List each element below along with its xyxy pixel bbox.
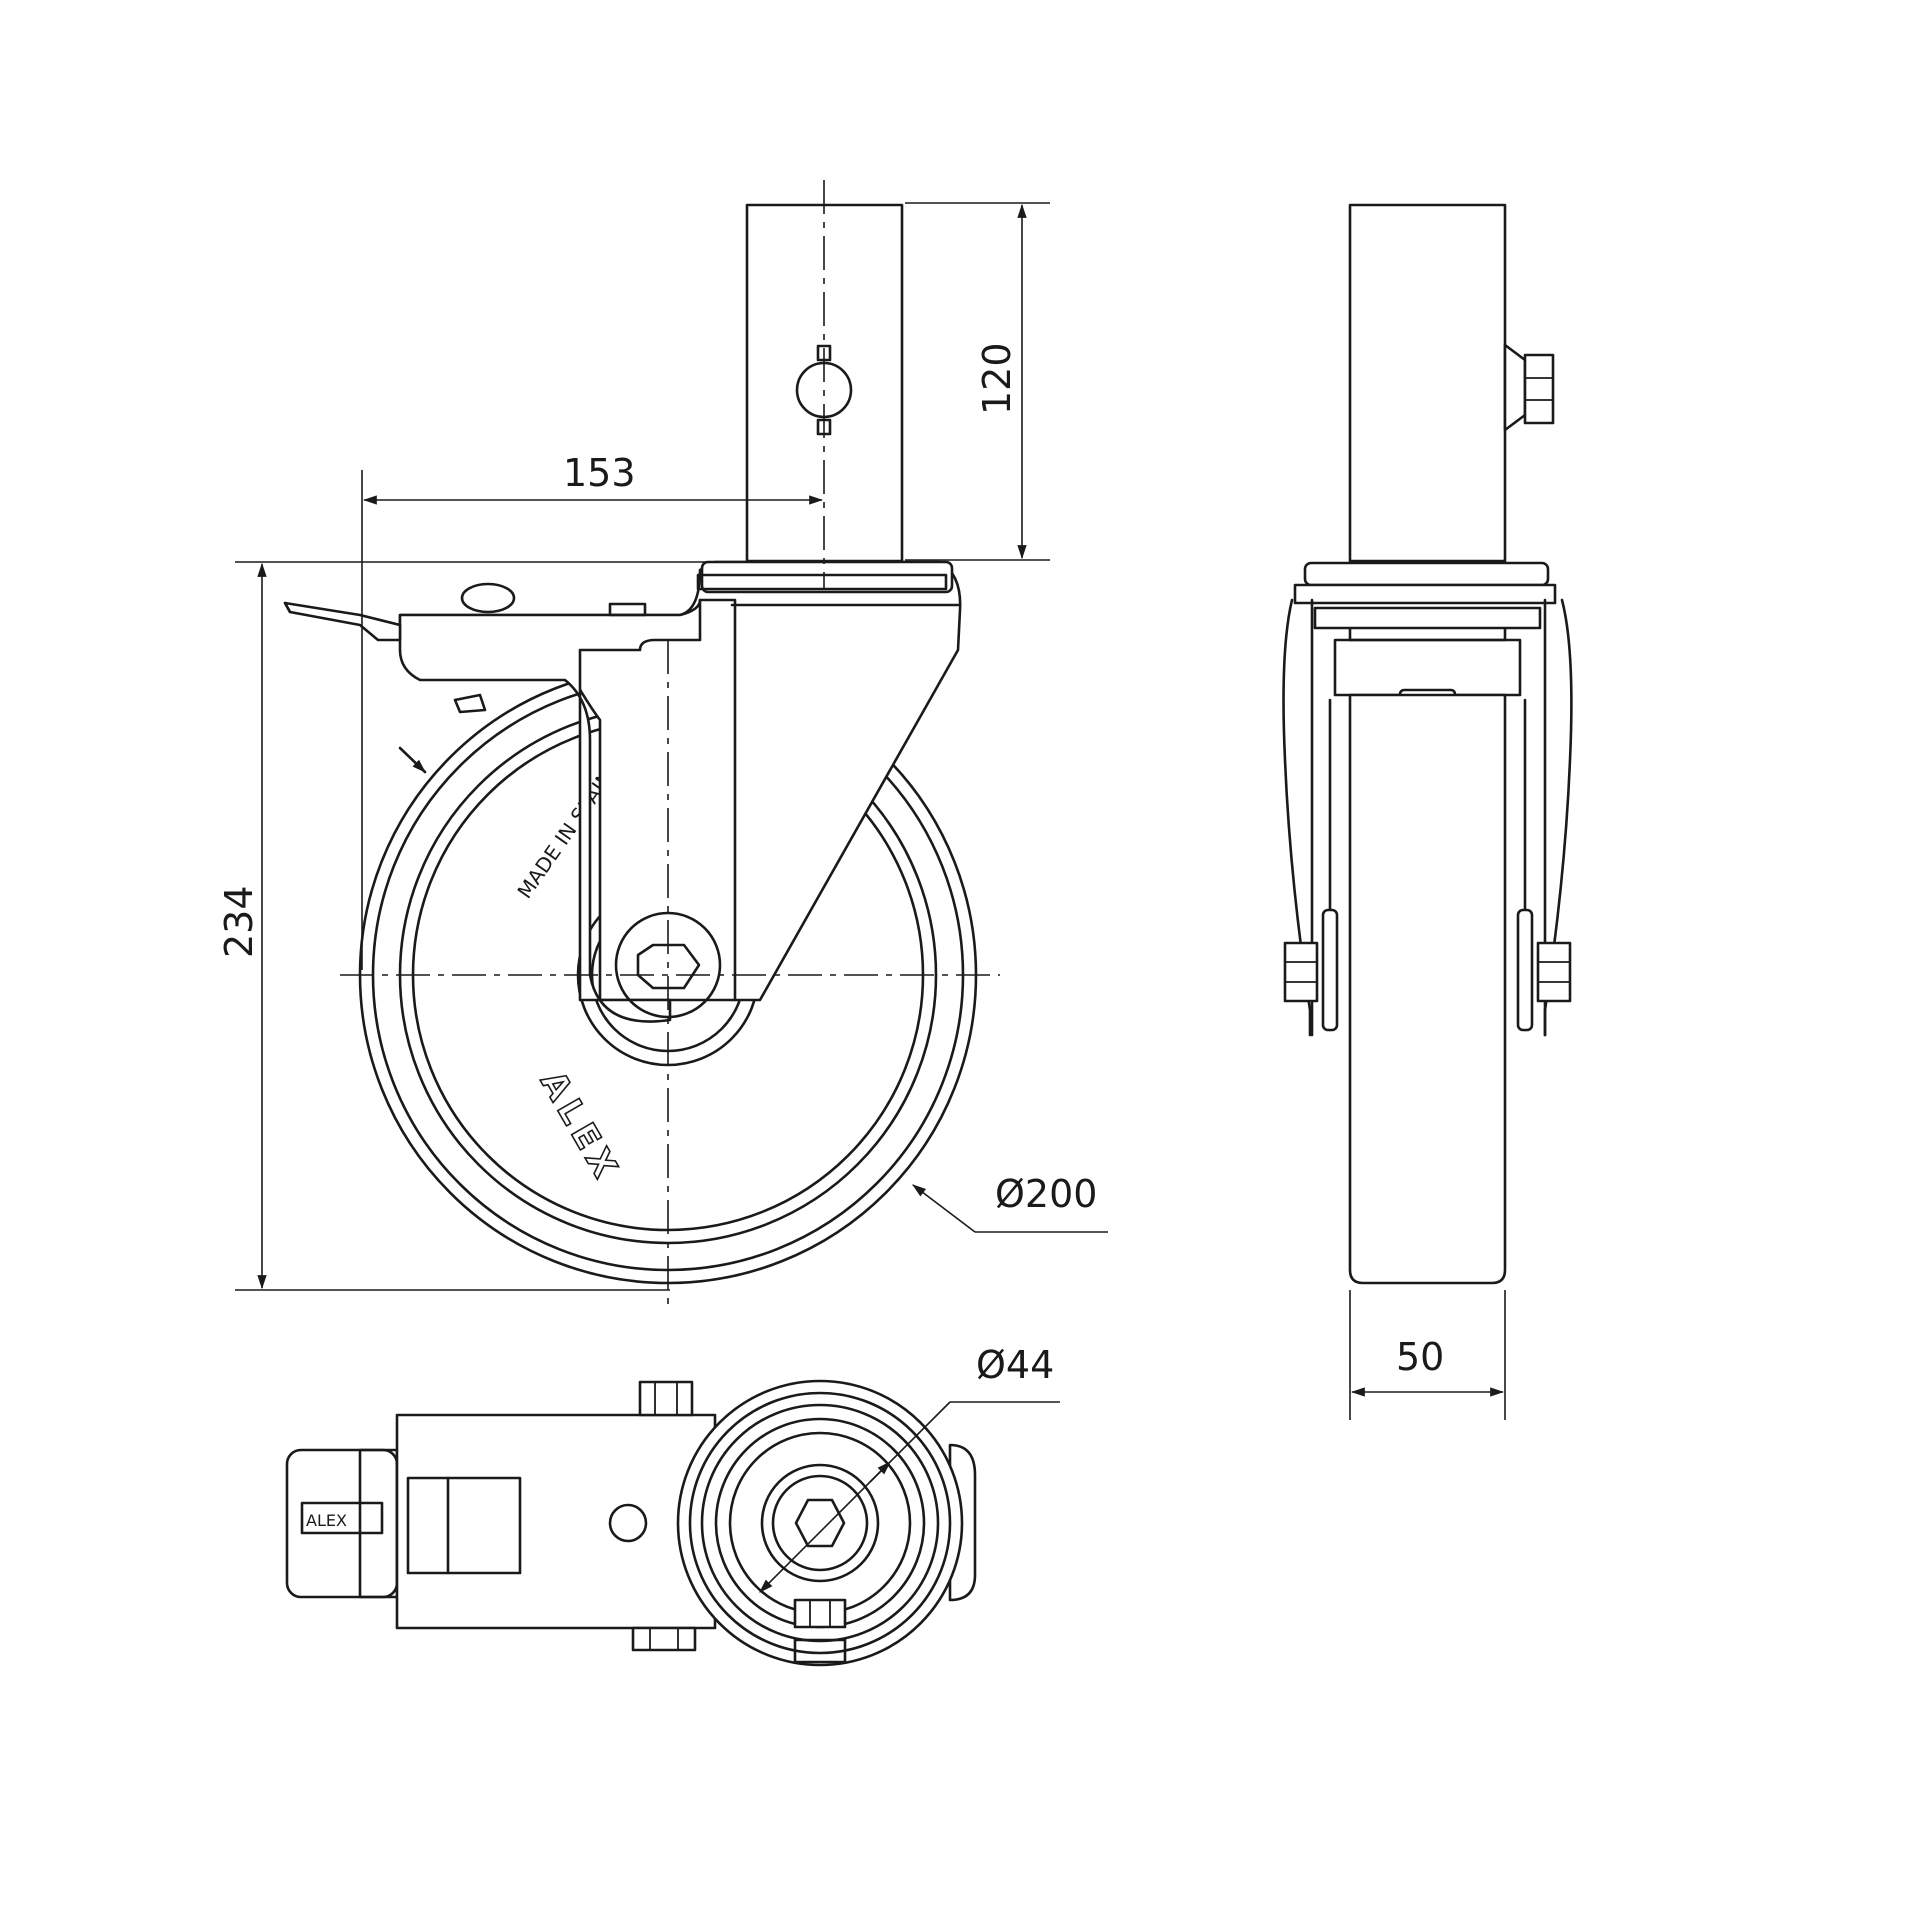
dim-stem-diameter: Ø44	[976, 1343, 1054, 1387]
brand-logo: ALEX	[532, 1065, 627, 1190]
top-view: ALEX	[285, 1379, 1060, 1667]
dim-stem-height: 120	[975, 342, 1019, 415]
fork	[398, 560, 962, 1023]
dimension-lines	[235, 202, 1506, 1420]
brake-lever	[283, 582, 647, 714]
side-view	[1282, 203, 1573, 1285]
dim-wheel-diameter: Ø200	[995, 1172, 1097, 1216]
front-view: MADE IN SPAIN ALEX	[283, 180, 1000, 1310]
swivel-head-top	[676, 1379, 977, 1667]
stem-bolt	[1503, 343, 1555, 432]
svg-text:ALEX: ALEX	[306, 1511, 347, 1530]
dim-overall-height: 234	[217, 885, 261, 958]
dim-offset: 153	[563, 451, 636, 495]
side-axle-nuts	[1283, 908, 1572, 1032]
dim-wheel-width: 50	[1396, 1335, 1444, 1379]
